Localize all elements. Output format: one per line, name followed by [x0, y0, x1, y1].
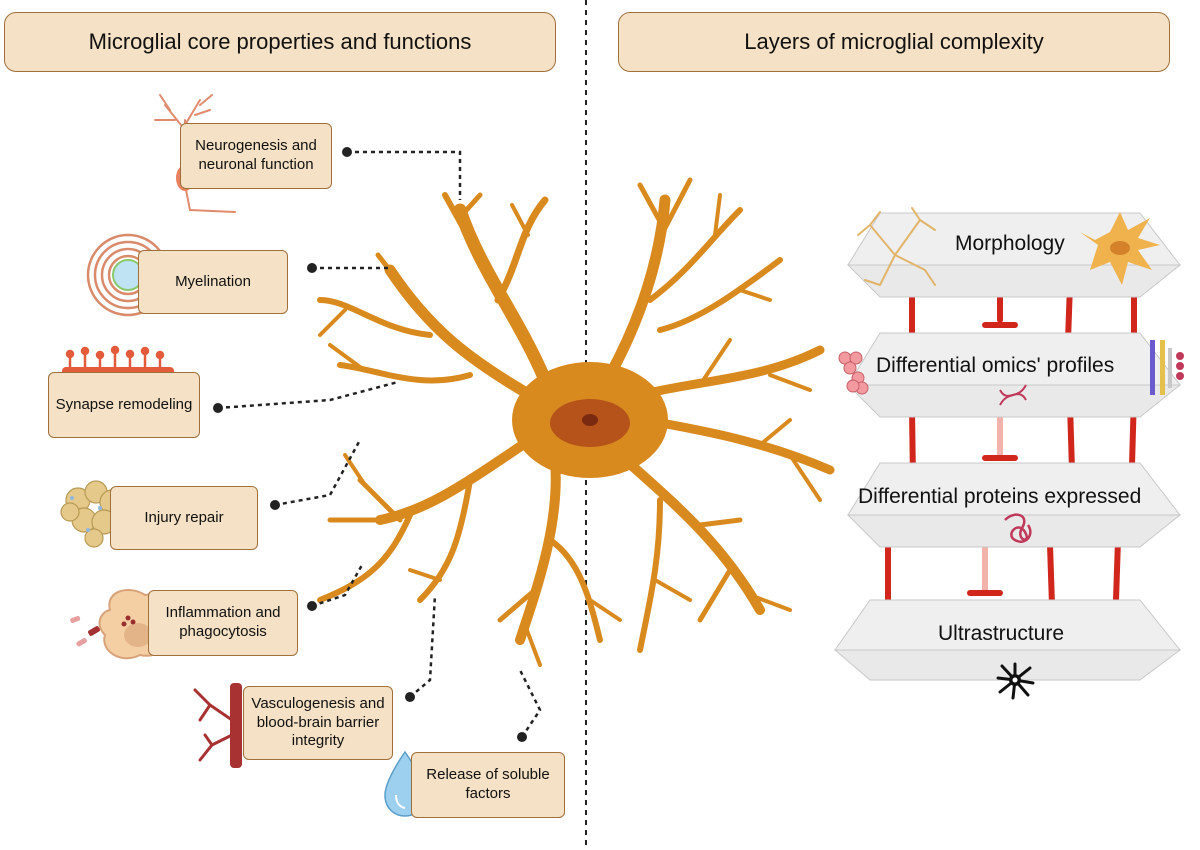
layer-proteins-label: Differential proteins expressed	[858, 485, 1142, 508]
membrane-receptor-icon	[1150, 340, 1184, 395]
left-section-header: Microglial core properties and functions	[4, 12, 556, 72]
microglia-cell-illustration	[317, 177, 835, 667]
function-connectors	[217, 150, 542, 738]
layer-omics-label: Differential omics' profiles	[876, 354, 1115, 377]
layer-ultrastructure-label: Ultrastructure	[938, 622, 1065, 645]
microglia-nucleolus	[582, 414, 598, 426]
plane-connectors	[885, 259, 1137, 618]
morphology-plane	[846, 264, 1182, 298]
injury-repair-box: Injury repair	[110, 486, 258, 550]
connector-endpoints	[213, 147, 527, 742]
inflammation-box: Inflammation and phagocytosis	[148, 590, 298, 656]
right-section-header: Layers of microglial complexity	[618, 12, 1170, 72]
ramified-microglia-icon	[857, 207, 936, 286]
blood-vessel-icon	[193, 683, 242, 768]
protein-fold-icon	[1004, 513, 1032, 543]
ultrastructure-plane	[833, 649, 1182, 681]
dna-icon	[999, 384, 1027, 406]
ultrastructure-cell-icon	[996, 662, 1035, 700]
myelination-box: Myelination	[138, 250, 288, 314]
vasculogenesis-box: Vasculogenesis and blood-brain barrier i…	[243, 686, 393, 760]
synapse-remodeling-box: Synapse remodeling	[48, 372, 200, 438]
layer-morphology-label: Morphology	[955, 232, 1065, 255]
omics-plane	[846, 384, 1182, 418]
soluble-factors-box: Release of soluble factors	[411, 752, 565, 818]
protein-chain-icon	[838, 351, 869, 395]
amoeboid-microglia-icon	[1080, 212, 1160, 285]
neurogenesis-box: Neurogenesis and neuronal function	[180, 123, 332, 189]
